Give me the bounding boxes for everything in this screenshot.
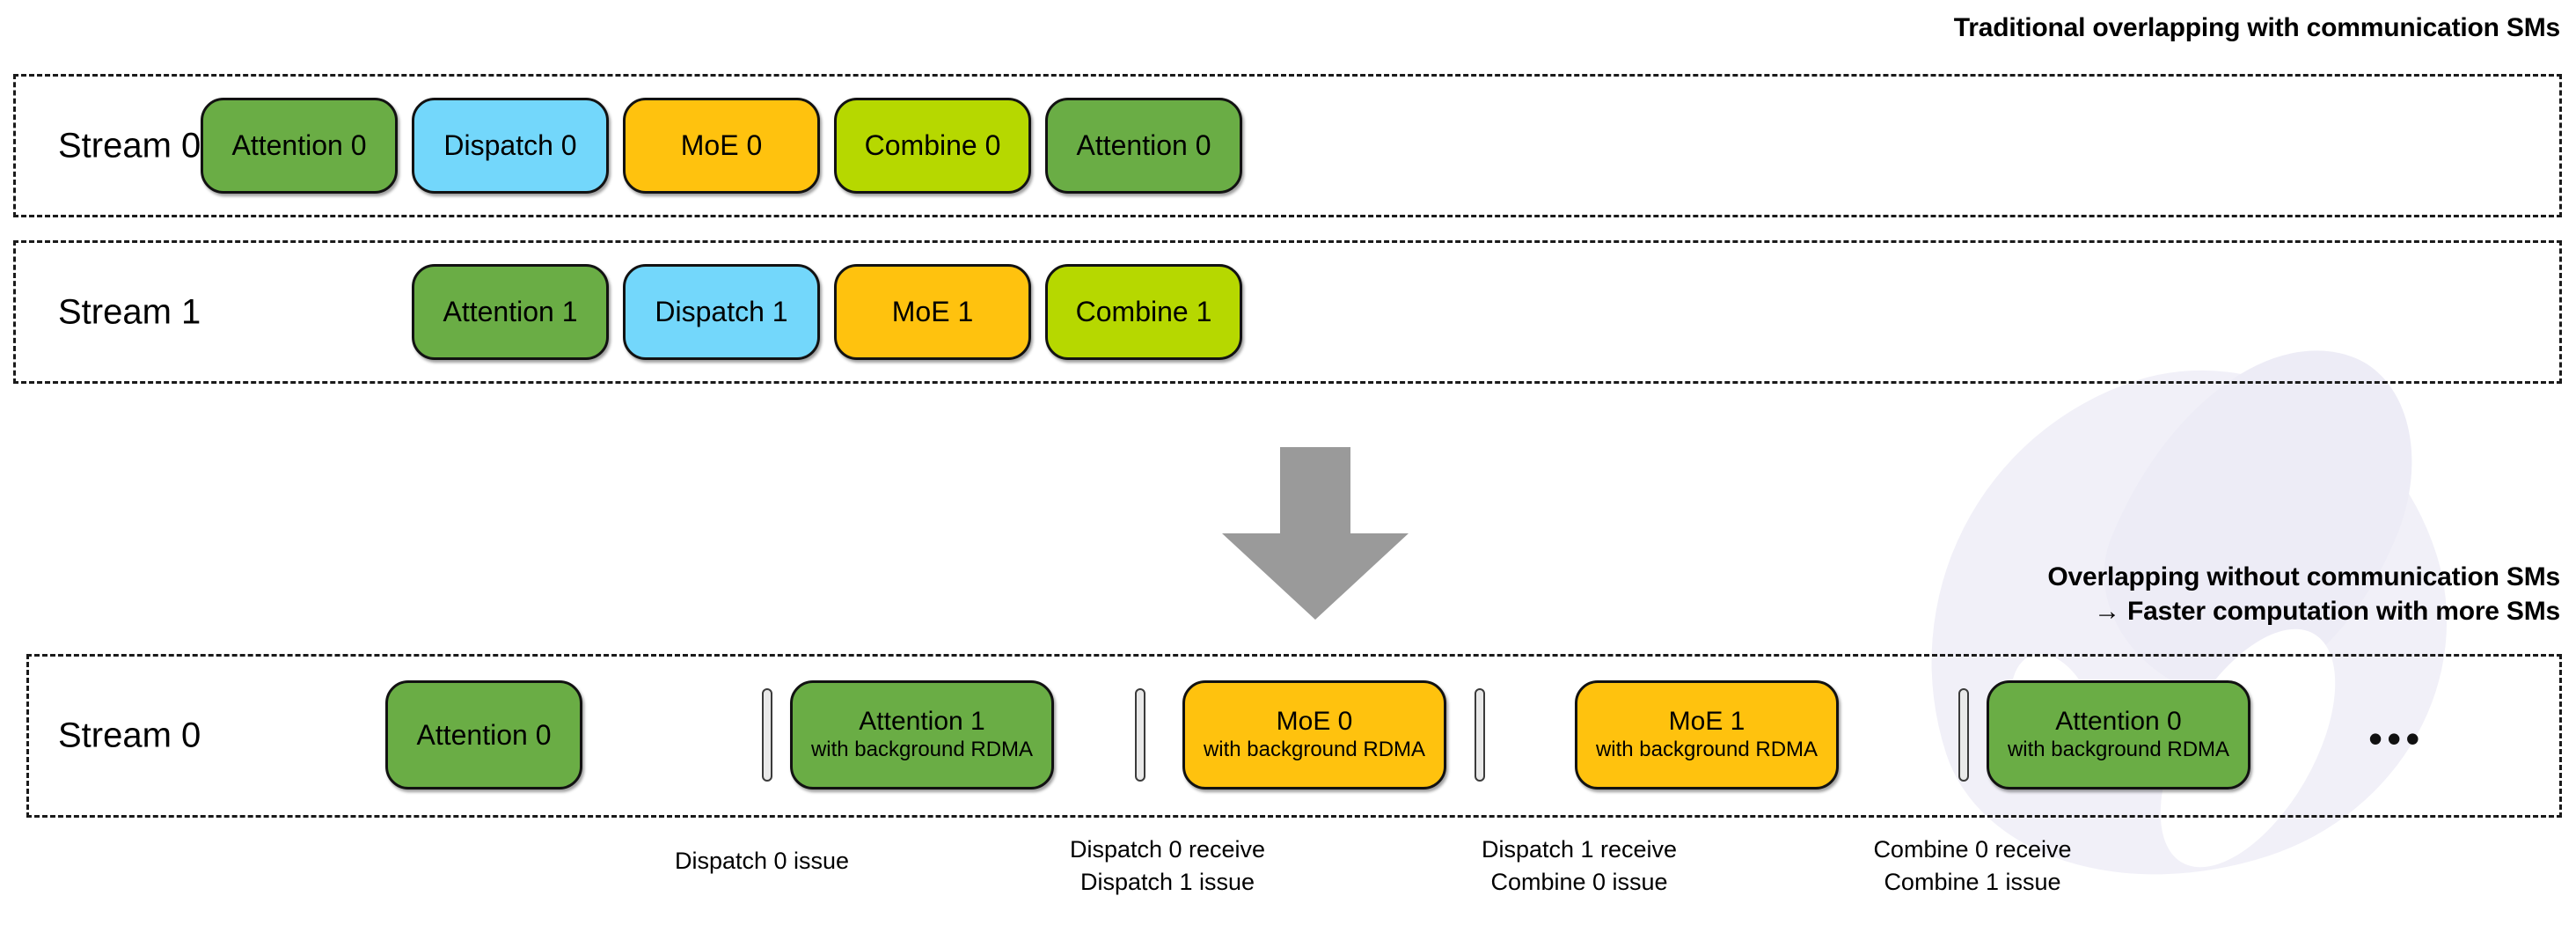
task-block-moe-0[interactable]: MoE 0	[623, 98, 820, 194]
task-title: Combine 0	[864, 129, 1001, 162]
task-block-combine-1[interactable]: Combine 1	[1045, 264, 1242, 360]
stream-row-0: Stream 0	[13, 74, 2562, 217]
task-block-moe-1[interactable]: MoE 1	[834, 264, 1031, 360]
task-block-dispatch-0[interactable]: Dispatch 0	[412, 98, 609, 194]
task-subtitle: with background RDMA	[810, 737, 1034, 761]
task-title: Dispatch 1	[655, 296, 788, 328]
task-title: Attention 0	[231, 129, 367, 162]
task-block-fused-moe-0[interactable]: MoE 0 with background RDMA	[1182, 680, 1446, 789]
task-title: Dispatch 0	[443, 129, 577, 162]
event-note-combine-0-receive: Combine 0 receive Combine 1 issue	[1873, 836, 2072, 896]
task-block-fused-attention-0[interactable]: Attention 0	[385, 680, 582, 789]
event-note-dispatch-0-receive: Dispatch 0 receive Dispatch 1 issue	[1069, 836, 1266, 896]
task-block-fused-attention-1[interactable]: Attention 1 with background RDMA	[790, 680, 1054, 789]
task-title: Attention 1	[443, 296, 578, 328]
event-note-dispatch-0-issue: Dispatch 0 issue	[674, 848, 850, 874]
task-title: Attention 0	[1076, 129, 1211, 162]
ellipsis-indicator: •••	[2368, 716, 2425, 761]
task-title: MoE 1	[1668, 707, 1745, 737]
task-title: Attention 0	[2055, 707, 2182, 737]
task-title: Combine 1	[1075, 296, 1212, 328]
task-block-fused-moe-1[interactable]: MoE 1 with background RDMA	[1575, 680, 1839, 789]
task-block-dispatch-1[interactable]: Dispatch 1	[623, 264, 820, 360]
task-subtitle: with background RDMA	[2007, 737, 2230, 761]
stream-separator	[762, 688, 772, 782]
task-block-fused-attention-0-second[interactable]: Attention 0 with background RDMA	[1987, 680, 2250, 789]
stream-label-2: Stream 0	[58, 716, 201, 755]
stream-row-2: Stream 0	[26, 654, 2562, 818]
task-subtitle: with background RDMA	[1203, 737, 1426, 761]
task-block-attention-0-second[interactable]: Attention 0	[1045, 98, 1242, 194]
event-note-dispatch-1-receive: Dispatch 1 receive Combine 0 issue	[1481, 836, 1678, 896]
stream-separator	[1958, 688, 1969, 782]
task-title: Attention 0	[416, 718, 552, 751]
down-arrow-icon	[1222, 447, 1409, 620]
task-title: MoE 1	[891, 296, 974, 328]
heading-traditional-overlapping: Traditional overlapping with communicati…	[1953, 13, 2560, 42]
stream-separator	[1475, 688, 1485, 782]
heading-overlapping-without-comm-sms: Overlapping without communication SMs → …	[2047, 562, 2560, 626]
stream-label-0: Stream 0	[58, 126, 201, 165]
task-title: MoE 0	[680, 129, 763, 162]
stream-separator	[1135, 688, 1145, 782]
task-title: Attention 1	[859, 707, 985, 737]
stream-label-1: Stream 1	[58, 292, 201, 331]
task-block-combine-0[interactable]: Combine 0	[834, 98, 1031, 194]
task-subtitle: with background RDMA	[1595, 737, 1819, 761]
task-title: MoE 0	[1276, 707, 1353, 737]
task-block-attention-0[interactable]: Attention 0	[201, 98, 398, 194]
stream-row-1: Stream 1	[13, 240, 2562, 384]
task-block-attention-1[interactable]: Attention 1	[412, 264, 609, 360]
